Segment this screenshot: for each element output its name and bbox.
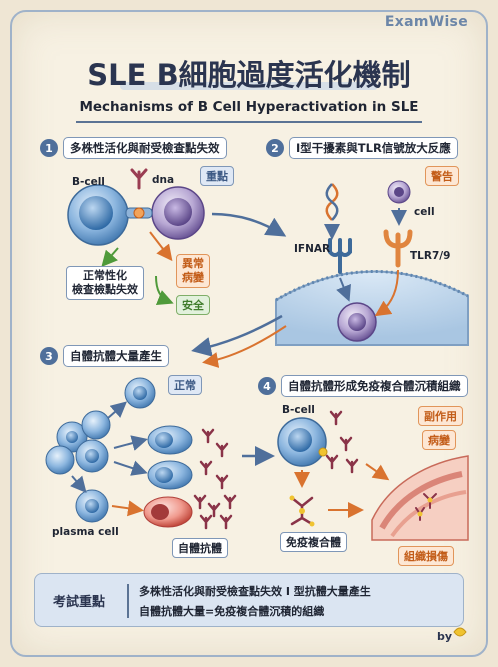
section-1-number: 1	[40, 139, 58, 157]
checkpoint-failure-box: 正常性化 檢查檢點失效	[66, 266, 144, 300]
panel-2-illustration	[275, 180, 469, 346]
panel-4-illustration	[277, 410, 469, 541]
section-3-header: 3 自體抗體大量產生	[40, 345, 169, 367]
plasma-cell-label: plasma cell	[52, 526, 119, 538]
tlr-label: TLR7/9	[410, 250, 451, 262]
page-title: SLE B細胞過度活化機制	[87, 58, 411, 92]
key-point-tag: 重點	[200, 166, 234, 186]
immune-complex-tag: 免疫複合體	[280, 532, 347, 552]
section-1-header: 1 多株性活化與耐受檢查點失效	[40, 137, 227, 159]
exam-key-points-box: 考試重點 多株性活化與耐受檢查點失效 I 型抗體大量產生 自體抗體大量=免疫複合…	[34, 573, 464, 627]
section-3-number: 3	[40, 347, 58, 365]
lesion-tag: 病變	[422, 430, 456, 450]
section-2-number: 2	[266, 139, 284, 157]
autoantibody-tag: 自體抗體	[172, 538, 228, 558]
exam-line-1: 多株性活化與耐受檢查點失效 I 型抗體大量產生	[139, 585, 371, 598]
section-2-header: 2 I型干擾素與TLR信號放大反應	[266, 137, 458, 159]
checkpoint-line-2: 檢查檢點失效	[72, 283, 138, 296]
panel-1-illustration	[67, 168, 205, 305]
dna-label: dna	[152, 174, 175, 186]
section-3-title: 自體抗體大量產生	[63, 345, 169, 367]
abnormal-line-2: 病變	[182, 271, 204, 284]
exam-title: 考試重點	[53, 595, 106, 610]
section-2-title: I型干擾素與TLR信號放大反應	[289, 137, 458, 159]
author-credit: by	[436, 630, 452, 643]
exam-line-2: 自體抗體大量=免疫複合體沉積的組織	[139, 605, 325, 618]
section-4-header: 4 自體抗體形成免疫複合體沉積組織	[258, 375, 468, 397]
abnormal-tag: 異常 病變	[176, 254, 210, 288]
normal-tag: 正常	[168, 375, 202, 395]
cell-label: cell	[414, 206, 435, 218]
bcell-label-4: B-cell	[282, 404, 315, 416]
alert-tag: 警告	[425, 166, 459, 186]
title-highlight	[120, 82, 378, 90]
section-4-number: 4	[258, 377, 276, 395]
safe-tag: 安全	[176, 295, 210, 315]
section-4-title: 自體抗體形成免疫複合體沉積組織	[281, 375, 468, 397]
section-1-title: 多株性活化與耐受檢查點失效	[63, 137, 227, 159]
panel-3-illustration	[45, 377, 237, 530]
abnormal-line-1: 異常	[182, 257, 204, 270]
subtitle-underline	[76, 121, 422, 123]
exam-divider	[127, 584, 129, 618]
tissue-damage-tag: 組織損傷	[398, 546, 454, 566]
bcell-label: B-cell	[72, 176, 105, 188]
side-effect-tag: 副作用	[418, 406, 463, 426]
brand-logo: ExamWise	[384, 14, 468, 30]
page-subtitle: Mechanisms of B Cell Hyperactivation in …	[79, 99, 419, 115]
checkpoint-line-1: 正常性化	[83, 269, 127, 282]
ifnar-label: IFNAR	[294, 243, 331, 255]
